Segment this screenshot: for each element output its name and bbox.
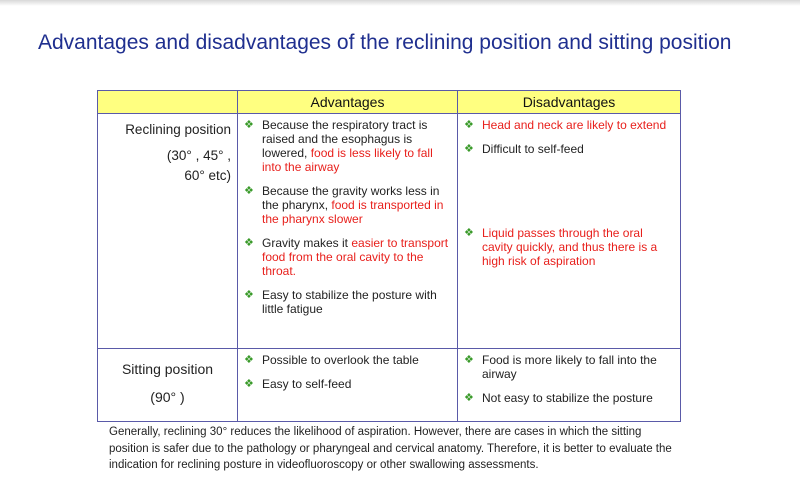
item-text: Gravity makes it	[262, 236, 352, 250]
bullet-icon: ❖	[464, 354, 474, 366]
list-item: ❖ Food is more likely to fall into the ai…	[464, 353, 674, 381]
header-row: Advantages Disadvantages	[97, 90, 681, 114]
bullet-icon: ❖	[464, 392, 474, 404]
list-item: ❖ Because the gravity works less in the p…	[244, 184, 451, 226]
position-name: Reclining position	[125, 122, 231, 137]
footnote: Generally, reclining 30° reduces the lik…	[109, 426, 672, 471]
disadvantages-cell: ❖ Head and neck are likely to extend ❖ Diff…	[457, 113, 681, 349]
list-item: ❖ Gravity makes it easier to transport fo…	[244, 236, 451, 278]
list-item: ❖ Liquid passes through the oral cavity q…	[464, 226, 674, 268]
item-text: Easy to stabilize the posture with littl…	[262, 288, 437, 316]
highlighted-text: food is transported in the pharynx slowe…	[262, 198, 444, 226]
page-title: Advantages and disadvantages of the recl…	[38, 31, 732, 54]
highlighted-text: easier to transport food from the oral c…	[262, 236, 449, 278]
list-item: ❖ Difficult to self-feed	[464, 142, 674, 156]
bullet-icon: ❖	[464, 227, 474, 239]
position-name: Sitting position	[121, 361, 214, 377]
bullet-icon: ❖	[244, 289, 254, 301]
highlighted-text: food is less likely to fall into the air…	[262, 146, 433, 174]
advantages-cell: ❖ Because the respiratory tract is raised…	[237, 113, 458, 349]
table-row: Reclining position (30° , 45° , 60° etc)…	[97, 113, 681, 349]
item-text: Food is more likely to fall into the air…	[482, 353, 657, 381]
table-row: Sitting position (90° ) ❖ Possible to ove…	[97, 348, 681, 422]
angle-text: (30° , 45° ,	[166, 148, 231, 163]
header-disadvantages: Disadvantages	[457, 90, 681, 114]
row-label: Sitting position (90° )	[97, 348, 238, 422]
disadvantages-cell: ❖ Food is more likely to fall into the ai…	[457, 348, 681, 422]
list-item: ❖ Because the respiratory tract is raised…	[244, 118, 451, 174]
bullet-icon: ❖	[464, 143, 474, 155]
bullet-icon: ❖	[244, 378, 254, 390]
angle-text: (90° )	[150, 389, 185, 405]
bullet-icon: ❖	[244, 119, 254, 131]
bullet-icon: ❖	[244, 237, 254, 249]
item-text: Possible to overlook the table	[262, 353, 419, 367]
bullet-icon: ❖	[244, 185, 254, 197]
highlighted-text: Liquid passes through the oral cavity qu…	[482, 226, 658, 268]
item-text: Difficult to self-feed	[482, 142, 584, 156]
angle-text: 60° etc)	[184, 168, 231, 183]
list-item: ❖ Easy to self-feed	[244, 377, 451, 391]
list-item: ❖ Easy to stabilize the posture with litt…	[244, 288, 451, 316]
header-advantages: Advantages	[237, 90, 458, 114]
bullet-icon: ❖	[244, 354, 254, 366]
bullet-icon: ❖	[464, 119, 474, 131]
item-text: Not easy to stabilize the posture	[482, 391, 653, 405]
list-item: ❖ Possible to overlook the table	[244, 353, 451, 367]
advantages-cell: ❖ Possible to overlook the table ❖ Easy to …	[237, 348, 458, 422]
item-text: Because the gravity works less in the ph…	[262, 184, 440, 212]
top-bar	[0, 0, 800, 6]
list-item: ❖ Not easy to stabilize the posture	[464, 391, 674, 405]
item-text: Easy to self-feed	[262, 377, 352, 391]
comparison-table: Advantages Disadvantages Reclining posit…	[97, 90, 681, 422]
list-item: ❖ Head and neck are likely to extend	[464, 118, 674, 132]
row-label: Reclining position (30° , 45° , 60° etc)	[97, 113, 238, 349]
item-text: Because the respiratory tract is raised …	[262, 118, 428, 160]
header-empty	[97, 90, 238, 114]
highlighted-text: Head and neck are likely to extend	[482, 118, 667, 132]
